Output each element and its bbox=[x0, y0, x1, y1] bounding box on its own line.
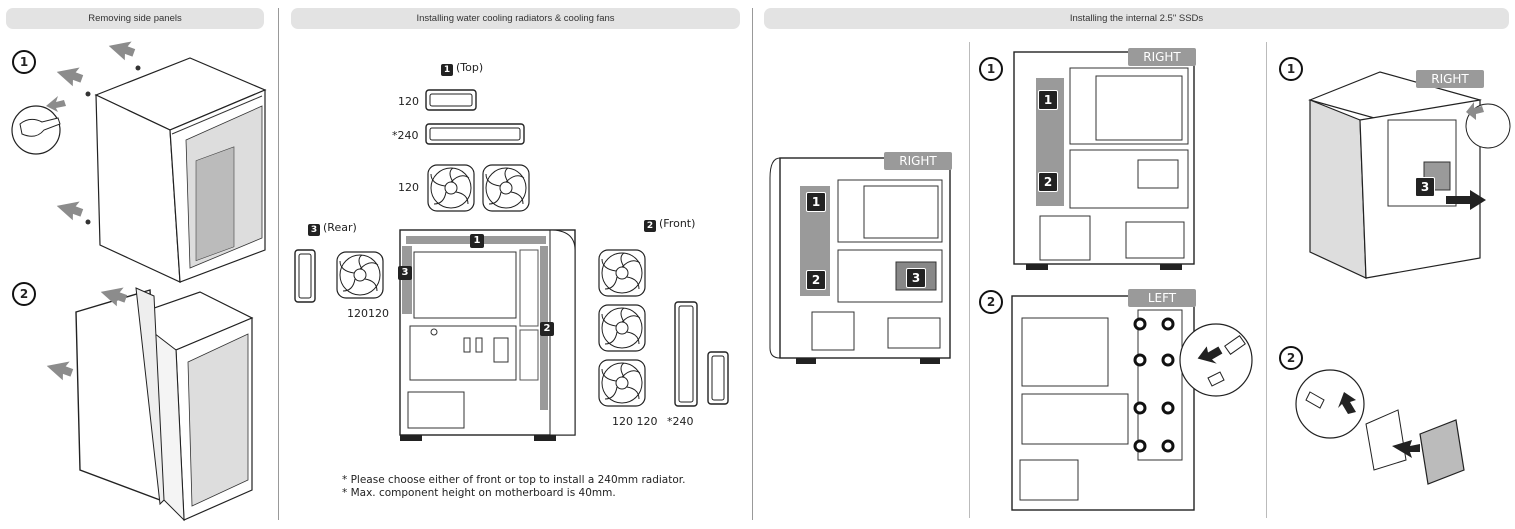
ssd-step-badge-2: 2 bbox=[979, 290, 1003, 314]
top-radiator-240-label: *240 bbox=[392, 129, 419, 142]
component-height-note: * Max. component height on motherboard i… bbox=[342, 487, 616, 499]
rear-position-label: 3(Rear) bbox=[308, 221, 357, 236]
step2-left-tag: LEFT bbox=[1128, 289, 1196, 307]
header-ssd: Installing the internal 2.5" SSDs bbox=[764, 8, 1509, 29]
ssd-slot-2-marker: 2 bbox=[806, 270, 826, 290]
ssd-step-badge-1: 1 bbox=[979, 57, 1003, 81]
rear-number-badge: 3 bbox=[308, 224, 320, 236]
ssd-slot-1-marker: 1 bbox=[806, 192, 826, 212]
top-fans-120-label: 120 bbox=[398, 181, 419, 194]
step1-slot-1-marker: 1 bbox=[1038, 90, 1058, 110]
top-radiator-120-label: 120 bbox=[398, 95, 419, 108]
rear-sizes-label: 120120 bbox=[347, 307, 389, 320]
removal-right-tag: RIGHT bbox=[1416, 70, 1484, 88]
case-illustration-closed bbox=[11, 41, 267, 522]
header-water-cooling: Installing water cooling radiators & coo… bbox=[291, 8, 740, 29]
ssd-removal-step-badge-1: 1 bbox=[1279, 57, 1303, 81]
front-number-badge: 2 bbox=[644, 220, 656, 232]
ssd-slot-3-marker: 3 bbox=[906, 268, 926, 288]
section-divider bbox=[969, 42, 970, 518]
top-position-label: 1(Top) bbox=[441, 61, 483, 76]
case-marker-rear: 3 bbox=[398, 266, 412, 280]
ssd-removal-step-badge-2: 2 bbox=[1279, 346, 1303, 370]
case-marker-front: 2 bbox=[540, 322, 554, 336]
front-position-label: 2(Front) bbox=[644, 217, 695, 232]
step-badge-1: 1 bbox=[12, 50, 36, 74]
radiator-note: * Please choose either of front or top t… bbox=[342, 474, 686, 486]
section-divider bbox=[752, 8, 753, 520]
removal-slot-3-marker: 3 bbox=[1415, 177, 1435, 197]
step-badge-2: 2 bbox=[12, 282, 36, 306]
header-side-panels: Removing side panels bbox=[6, 8, 264, 29]
section-divider bbox=[278, 8, 279, 520]
section-divider bbox=[1266, 42, 1267, 518]
front-fan-sizes-label: 120 120 bbox=[612, 415, 658, 428]
top-number-badge: 1 bbox=[441, 64, 453, 76]
case-marker-top: 1 bbox=[470, 234, 484, 248]
step1-right-tag: RIGHT bbox=[1128, 48, 1196, 66]
front-radiator-240-label: *240 bbox=[667, 415, 694, 428]
overview-right-tag: RIGHT bbox=[884, 152, 952, 170]
step1-slot-2-marker: 2 bbox=[1038, 172, 1058, 192]
